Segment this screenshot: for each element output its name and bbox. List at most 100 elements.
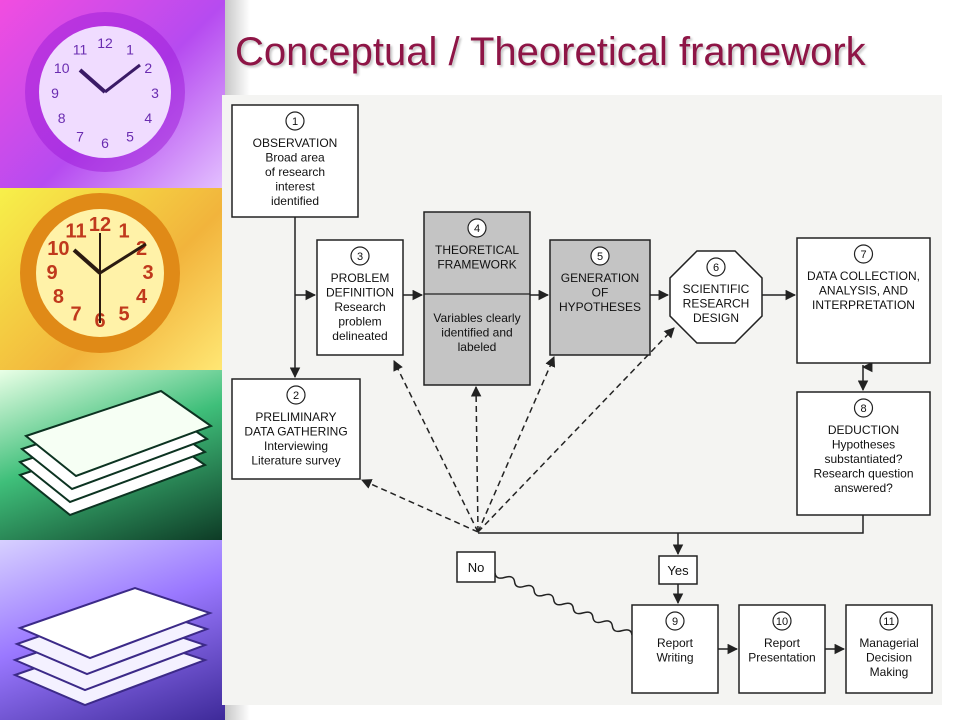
box-text-line: OF	[592, 286, 609, 300]
box-text-line: identified	[271, 194, 319, 208]
box-text-line: DATA GATHERING	[244, 425, 347, 439]
green-papers-panel	[0, 370, 225, 540]
box-text-line: OBSERVATION	[253, 136, 338, 150]
box-text-line: Research question	[813, 467, 913, 481]
box-text-line: Hypotheses	[832, 438, 895, 452]
clock-numeral: 4	[144, 110, 152, 126]
box-text-line: DEFINITION	[326, 286, 394, 300]
clock-numeral: 3	[151, 85, 159, 101]
clock-numeral: 11	[73, 42, 88, 58]
box-text-line: HYPOTHESES	[559, 300, 641, 314]
box-text-line: labeled	[458, 340, 497, 354]
slide-title: Conceptual / Theoretical framework	[235, 30, 866, 74]
step-number: 7	[860, 249, 866, 261]
feedback-dashed-arrow	[477, 327, 675, 533]
box-text-line: Report	[764, 636, 801, 650]
box-text-line: THEORETICAL	[435, 243, 519, 257]
box-text-line: Presentation	[748, 651, 815, 665]
box-text-line: interest	[275, 180, 315, 194]
step-number: 3	[357, 251, 363, 263]
clock-numeral: 10	[54, 60, 70, 76]
box-text-line: ANALYSIS, AND	[819, 284, 908, 298]
step-number-circle	[665, 611, 685, 631]
box-text-line: DATA COLLECTION,	[807, 269, 920, 283]
box-text-line: Broad area	[265, 151, 325, 165]
clock-numeral: 9	[46, 262, 57, 284]
clock-numeral: 10	[47, 238, 69, 260]
step-number: 4	[474, 223, 480, 235]
box-text-line: substantiated?	[824, 452, 902, 466]
paper-stack-icon	[12, 586, 213, 707]
box-text-line: of research	[265, 165, 325, 179]
box-text-line: RESEARCH	[683, 297, 750, 311]
box-shape	[796, 237, 931, 364]
box-text-line: GENERATION	[561, 271, 639, 285]
clock-numeral: 5	[126, 128, 134, 144]
step-number: 5	[597, 251, 603, 263]
step-number-circle	[286, 385, 306, 405]
clock-numeral: 4	[136, 286, 148, 308]
step-number: 11	[883, 616, 894, 628]
step-number: 8	[860, 403, 866, 415]
clock-numeral: 6	[101, 135, 109, 151]
paper-stack-icon	[17, 389, 214, 517]
step-number-circle	[590, 246, 610, 266]
box-text-line: Variables clearly	[433, 311, 520, 325]
box-text-line: Managerial	[859, 636, 918, 650]
step-number: 6	[713, 262, 719, 274]
step-number: 9	[672, 616, 678, 628]
clock-numeral: 12	[89, 214, 111, 236]
violet-papers-panel	[0, 540, 225, 720]
box-text-line: INTERPRETATION	[812, 298, 915, 312]
clock-numeral: 8	[58, 110, 66, 126]
clock-numeral: 9	[51, 85, 59, 101]
box-shape	[423, 211, 531, 386]
box-text-line: DESIGN	[693, 311, 739, 325]
step-number-circle	[285, 111, 305, 131]
box-text-line: identified and	[441, 326, 512, 340]
clock-numeral: 8	[53, 286, 64, 308]
clock-numeral: 12	[97, 35, 113, 51]
box-text-line: PROBLEM	[331, 271, 390, 285]
clock-numeral: 1	[118, 220, 129, 242]
step-number: 1	[292, 116, 298, 128]
step-number-circle	[879, 611, 899, 631]
box-text-line: Interviewing	[264, 439, 328, 453]
clock-numeral: 7	[76, 128, 84, 144]
feedback-dashed-arrow	[477, 356, 556, 533]
step-number-circle	[706, 257, 726, 277]
step-number: 2	[293, 390, 299, 402]
box-text-line: problem	[338, 315, 381, 329]
box-text-line: PRELIMINARY	[255, 410, 336, 424]
no-to-report-wavy-line	[494, 572, 633, 636]
step-number: 10	[776, 616, 788, 628]
feedback-dashed-arrow	[470, 385, 482, 533]
box-text-line: Report	[657, 636, 694, 650]
feedback-dashed-arrow	[361, 479, 479, 533]
decision-yes-box	[658, 555, 698, 585]
clock-numeral: 2	[136, 238, 147, 260]
box-text-line: Research	[334, 300, 385, 314]
clock-numeral: 7	[70, 304, 81, 326]
clock-numeral: 2	[144, 60, 152, 76]
flowchart-box-8: 8DEDUCTIONHypothesessubstantiated?Resear…	[796, 391, 931, 516]
octagon-shape	[669, 250, 763, 344]
step-number-circle	[853, 398, 874, 418]
step-number-circle	[467, 218, 487, 238]
box-text-line: FRAMEWORK	[437, 258, 516, 272]
step-number-circle	[853, 244, 874, 264]
box-text-line: SCIENTIFIC	[683, 282, 750, 296]
decision-no-label: No	[468, 560, 485, 575]
feedback-dashed-arrow	[393, 360, 479, 533]
step-number-circle	[772, 611, 792, 631]
clock-numeral: 3	[142, 262, 153, 284]
box-text-line: answered?	[834, 481, 893, 495]
